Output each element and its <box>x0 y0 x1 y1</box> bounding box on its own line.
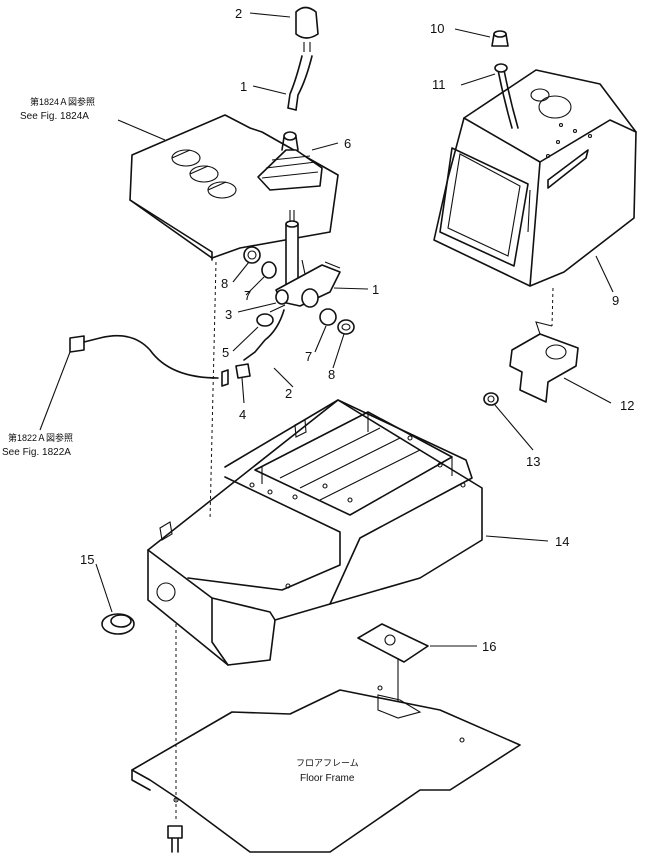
small-grommet <box>483 392 499 406</box>
ref-1822-en: See Fig. 1822A <box>2 447 71 458</box>
ref-1824-en: See Fig. 1824A <box>20 111 89 122</box>
callout-13: 13 <box>526 454 540 469</box>
plug <box>491 30 509 47</box>
lever-rod <box>287 55 313 111</box>
bottom-bolt <box>167 825 183 853</box>
callout-10: 10 <box>430 21 444 36</box>
lever-knob <box>295 6 319 52</box>
callout-9: 9 <box>612 293 619 308</box>
callout-3: 3 <box>225 307 232 322</box>
callout-8-right: 8 <box>328 367 335 382</box>
callout-1-rod: 1 <box>240 79 247 94</box>
callout-11: 11 <box>432 77 446 92</box>
console-box <box>147 399 483 666</box>
callout-2-knob: 2 <box>235 6 242 21</box>
callout-14: 14 <box>555 534 569 549</box>
callout-16: 16 <box>482 639 496 654</box>
bushing-right <box>319 308 355 335</box>
ref-1824-jp: 第1824Ａ図参照 <box>30 96 95 107</box>
switch <box>256 304 286 327</box>
floor-frame <box>131 685 521 853</box>
callout-5: 5 <box>222 345 229 360</box>
callout-6: 6 <box>344 136 351 151</box>
callout-2-harness: 2 <box>285 386 292 401</box>
floor-frame-label-en: Floor Frame <box>300 773 355 784</box>
callout-7-left: 7 <box>244 288 251 303</box>
grommet <box>101 613 135 635</box>
lever-assembly <box>275 210 341 308</box>
ref-1822-jp: 第1822Ａ図参照 <box>8 432 73 443</box>
callout-8-left: 8 <box>221 276 228 291</box>
callout-7-right: 7 <box>305 349 312 364</box>
callout-15: 15 <box>80 552 94 567</box>
leader-lines <box>39 12 614 647</box>
bushing-left <box>243 246 277 279</box>
wiring-harness <box>69 309 285 387</box>
small-plate <box>357 623 429 663</box>
callout-1-lever: 1 <box>372 282 379 297</box>
lever-boot <box>257 131 323 191</box>
callout-4: 4 <box>239 407 246 422</box>
bracket-guide-line <box>551 287 554 327</box>
display-box <box>433 69 637 287</box>
callout-12: 12 <box>620 398 634 413</box>
floor-frame-label-jp: フロアフレーム <box>296 758 359 768</box>
cover-guide-line <box>209 261 217 521</box>
bracket <box>509 321 579 403</box>
display-wire <box>494 63 519 129</box>
